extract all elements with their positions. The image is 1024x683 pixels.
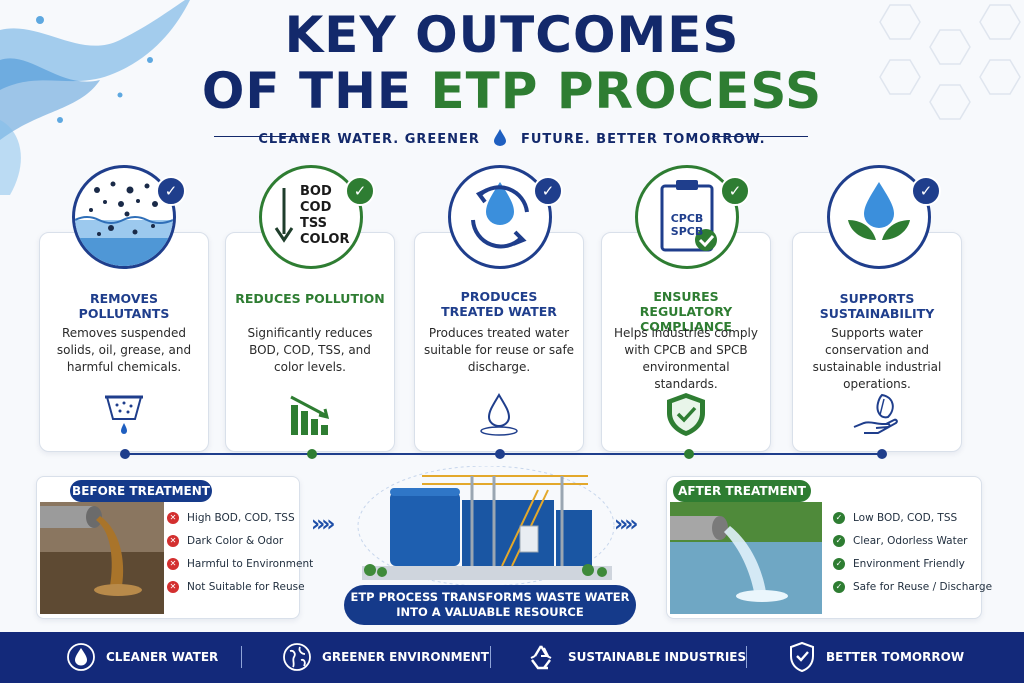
outcome-card-supports-sustainability: SUPPORTS SUSTAINABILITY Supports water c…: [792, 232, 962, 452]
down-arrow-icon: [274, 188, 294, 243]
shield-check-icon: [667, 393, 705, 436]
page-title-line2: OF THE ETP PROCESS: [201, 62, 823, 120]
tagline: CLEANER WATER. GREENER FUTURE. BETTER TO…: [0, 128, 1024, 150]
tagline-rule-left: [214, 136, 310, 137]
timeline-dot: [877, 449, 887, 459]
globe-icon: [283, 643, 311, 671]
footer-divider: [746, 646, 747, 668]
etp-plant-illustration: [357, 466, 615, 587]
check-icon: ✓: [833, 535, 845, 547]
footer-item-better-tomorrow: BETTER TOMORROW: [826, 650, 965, 664]
clean-discharge-image: [670, 502, 822, 614]
water-drop-icon: [480, 393, 518, 436]
before-treatment-badge: BEFORE TREATMENT: [70, 480, 212, 502]
check-icon: ✓: [156, 176, 186, 206]
chevron-right-icon: »»: [311, 512, 336, 537]
footer-divider: [490, 646, 491, 668]
recycle-icon: [530, 645, 552, 670]
cross-icon: ✕: [167, 558, 179, 570]
check-icon: ✓: [720, 176, 750, 206]
cross-icon: ✕: [167, 512, 179, 524]
footer-divider: [241, 646, 242, 668]
footer-bar: [0, 632, 1024, 683]
declining-bars-icon: [290, 395, 330, 435]
filter-icon: [105, 395, 143, 434]
check-icon: ✓: [833, 512, 845, 524]
cross-icon: ✕: [167, 535, 179, 547]
timeline-dot: [495, 449, 505, 459]
page-title-line1: KEY OUTCOMES: [284, 6, 740, 64]
after-treatment-badge: AFTER TREATMENT: [673, 480, 811, 502]
hand-leaf-icon: [853, 393, 898, 434]
cross-icon: ✕: [167, 581, 179, 593]
outcome-card-reduces-pollution: REDUCES POLLUTION Significantly reduces …: [225, 232, 395, 452]
title-highlight: ETP PROCESS: [430, 62, 823, 120]
check-icon: ✓: [533, 176, 563, 206]
pollution-circle: BOD COD TSS COLOR: [259, 165, 363, 269]
check-icon: ✓: [345, 176, 375, 206]
shield-check-icon: [790, 641, 814, 673]
check-icon: ✓: [833, 558, 845, 570]
footer-item-greener-environment: GREENER ENVIRONMENT: [322, 650, 489, 664]
timeline-dot: [307, 449, 317, 459]
drop-leaves-icon: [848, 182, 910, 240]
tagline-rule-right: [712, 136, 808, 137]
hexagon-decoration: [879, 4, 1021, 120]
polluted-discharge-image: [40, 502, 164, 614]
water-splash-decoration: [0, 0, 190, 195]
check-icon: ✓: [833, 581, 845, 593]
footer-item-sustainable-industries: SUSTAINABLE INDUSTRIES: [568, 650, 747, 664]
timeline-dot: [684, 449, 694, 459]
recycle-drop-icon: [471, 182, 529, 249]
check-icon: ✓: [911, 176, 941, 206]
footer-item-cleaner-water: CLEANER WATER: [106, 650, 219, 664]
timeline-dot: [120, 449, 130, 459]
sustainability-circle: [827, 165, 931, 269]
clipboard-icon: [660, 180, 717, 252]
etp-caption: ETP PROCESS TRANSFORMS WASTE WATER INTO …: [344, 585, 636, 625]
water-drop-icon: [493, 128, 507, 150]
water-drop-icon: [67, 643, 95, 671]
